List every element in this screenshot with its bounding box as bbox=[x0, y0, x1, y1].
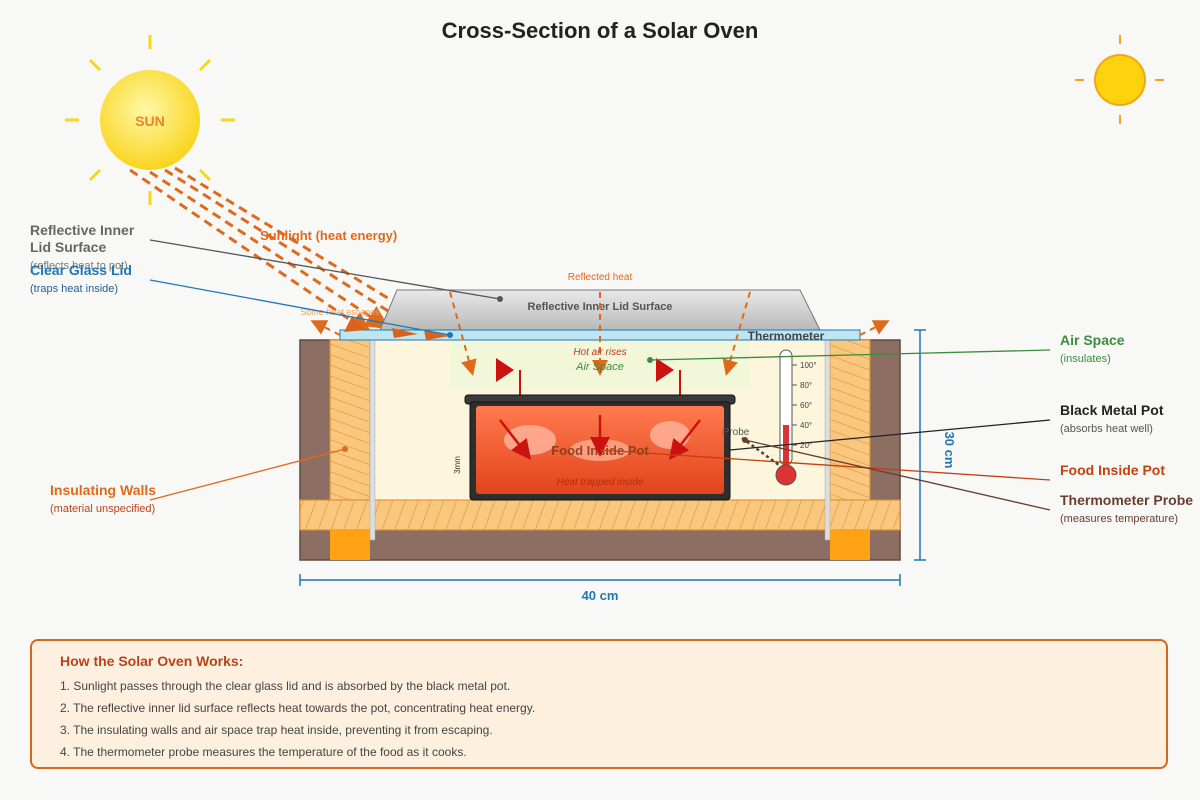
inner-air-space-label: Air Space bbox=[575, 361, 624, 373]
sun-label: SUN bbox=[135, 113, 165, 129]
reflective-lid-title-1: Reflective Inner bbox=[30, 222, 135, 238]
scale-100: 100° bbox=[800, 361, 817, 370]
ray-heads bbox=[344, 316, 450, 340]
how-step-2: 2. The reflective inner lid surface refl… bbox=[60, 701, 536, 715]
insulating-walls-title: Insulating Walls bbox=[50, 482, 156, 498]
height-dimension bbox=[914, 329, 926, 561]
black-pot-title: Black Metal Pot bbox=[1060, 402, 1164, 418]
reflected-heat-label: Reflected heat bbox=[568, 272, 633, 283]
black-pot: Food Inside Pot Heat trapped inside 3mm bbox=[453, 394, 736, 501]
scale-40: 40° bbox=[800, 421, 812, 430]
how-it-works-box: How the Solar Oven Works: 1. Sunlight pa… bbox=[30, 639, 1168, 769]
scale-60: 60° bbox=[800, 401, 812, 410]
hot-air-label: Hot air rises bbox=[573, 347, 626, 358]
height-label: 30 cm bbox=[942, 432, 957, 469]
probe-subtitle: (measures temperature) bbox=[1060, 513, 1178, 525]
glass-lid-title: Clear Glass Lid bbox=[30, 262, 132, 278]
width-dimension bbox=[299, 574, 901, 586]
heat-trapped-label: Heat trapped inside bbox=[557, 477, 644, 488]
diagram-title: Cross-Section of a Solar Oven bbox=[441, 18, 759, 43]
thickness-label: 3mm bbox=[453, 456, 462, 474]
leader-dots bbox=[342, 296, 748, 452]
leader-lines bbox=[149, 239, 1051, 511]
sunlight-label: Sunlight (heat energy) bbox=[260, 228, 397, 243]
probe-title: Thermometer Probe bbox=[1060, 492, 1193, 508]
scale-20: 20° bbox=[800, 441, 812, 450]
reflective-lid-title-2: Lid Surface bbox=[30, 239, 106, 255]
hot-air-markers bbox=[496, 358, 681, 398]
glass-lid-subtitle: (traps heat inside) bbox=[30, 283, 118, 295]
heat-absorb-arrows bbox=[499, 415, 701, 460]
thermometer-label: Thermometer bbox=[748, 329, 825, 343]
heat-escape-label: Some heat escapes bbox=[300, 307, 380, 317]
probe-line bbox=[741, 436, 784, 470]
probe-inner-label: Probe bbox=[723, 427, 750, 438]
food-title: Food Inside Pot bbox=[1060, 462, 1165, 478]
how-step-3: 3. The insulating walls and air space tr… bbox=[60, 723, 493, 737]
reflected-heat-arrows bbox=[310, 291, 890, 376]
sun-right bbox=[1075, 35, 1164, 124]
air-space-subtitle: (insulates) bbox=[1060, 353, 1111, 365]
scale-80: 80° bbox=[800, 381, 812, 390]
thermometer: 100° 80° 60° 40° 20° bbox=[775, 349, 817, 486]
black-pot-subtitle: (absorbs heat well) bbox=[1060, 423, 1153, 435]
how-step-4: 4. The thermometer probe measures the te… bbox=[60, 745, 467, 759]
how-step-1: 1. Sunlight passes through the clear gla… bbox=[60, 679, 511, 693]
width-label: 40 cm bbox=[582, 588, 619, 603]
insulating-walls-subtitle: (material unspecified) bbox=[50, 503, 155, 515]
how-title: How the Solar Oven Works: bbox=[60, 653, 244, 669]
sun-left: SUN bbox=[65, 35, 235, 205]
reflective-lid-subtitle: (reflects heat to pot) bbox=[30, 260, 128, 272]
air-space-title: Air Space bbox=[1060, 332, 1125, 348]
